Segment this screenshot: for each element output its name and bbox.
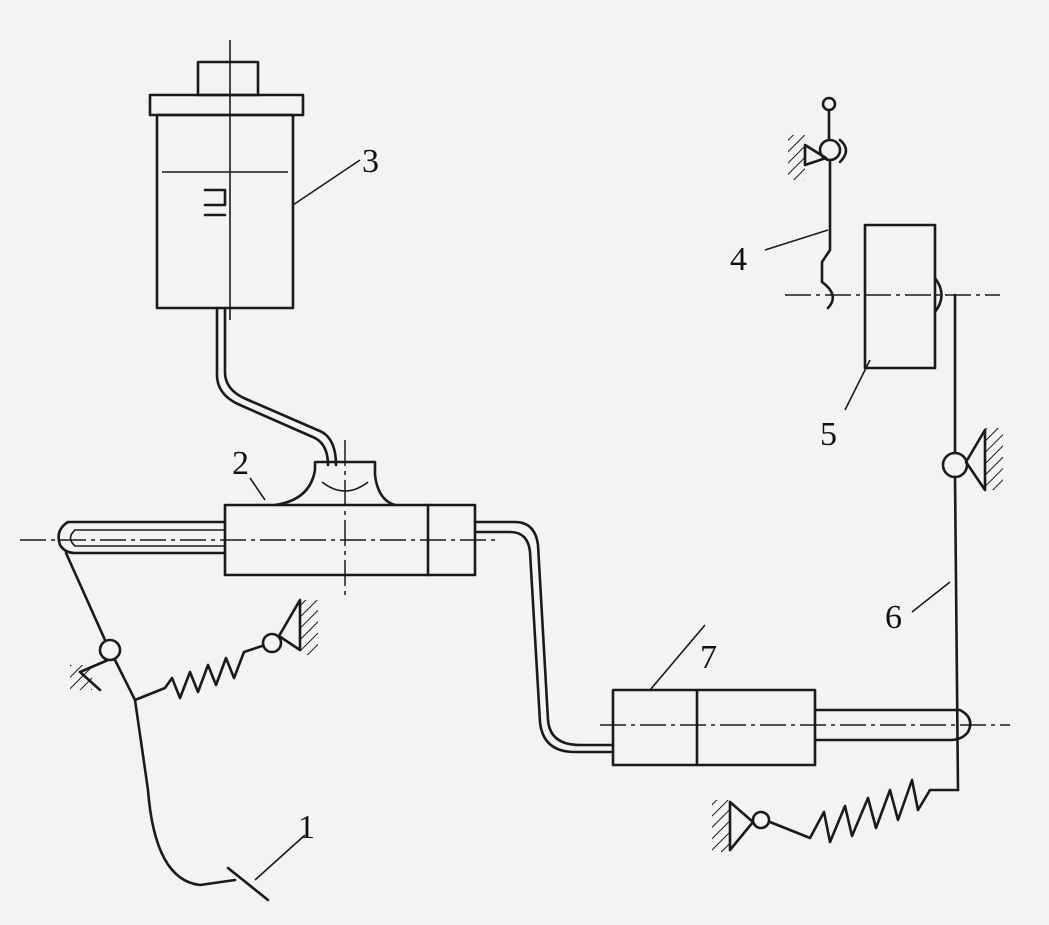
label-4: 4	[730, 241, 747, 278]
slave-cylinder: 7	[600, 624, 1010, 767]
reservoir: 3	[148, 40, 379, 320]
release-bearing: 5	[785, 223, 1000, 453]
supply-pipe	[215, 306, 338, 467]
pressure-pipe	[473, 520, 615, 754]
label-6: 6	[885, 599, 902, 636]
release-lever: 6	[712, 293, 1003, 852]
release-fork: 4	[730, 96, 848, 310]
label-5: 5	[820, 416, 837, 453]
label-2: 2	[232, 445, 249, 482]
label-7: 7	[700, 639, 717, 676]
clutch-pedal: 1	[64, 551, 318, 902]
label-3: 3	[362, 143, 379, 180]
label-1: 1	[298, 809, 315, 846]
master-cylinder: 2	[20, 440, 500, 595]
